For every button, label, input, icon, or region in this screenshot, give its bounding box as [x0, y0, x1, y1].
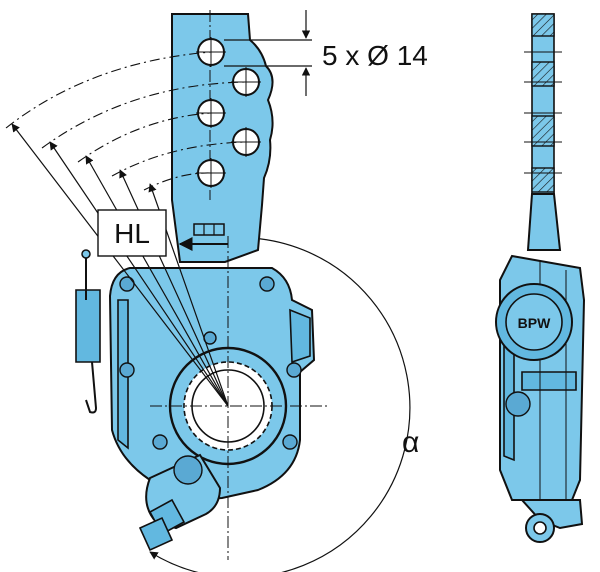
- front-view: HL 5 x Ø 14 α: [5, 10, 428, 572]
- side-arm: [531, 13, 555, 195]
- logo-text: BPW: [518, 315, 551, 331]
- bolt-icon: [152, 434, 168, 450]
- angle-label: α: [402, 426, 419, 459]
- arm-label-plate: [193, 223, 225, 236]
- holes-spec-label: 5 x Ø 14: [322, 40, 428, 71]
- bolt-icon: [119, 276, 135, 292]
- bolt-icon: [259, 276, 275, 292]
- clip-bracket: [75, 289, 101, 363]
- bolt-icon: [282, 434, 298, 450]
- alpha-arc: [149, 237, 411, 572]
- side-pin-icon: [505, 391, 531, 417]
- hl-label: HL: [114, 218, 150, 249]
- adjuster-shaft: [138, 516, 174, 552]
- bolt-icon: [119, 362, 135, 378]
- hl-label-box: [97, 209, 167, 257]
- hole-dimension: [224, 10, 312, 96]
- bolt-icon: [286, 362, 302, 378]
- adjuster-bolt-icon: [173, 455, 203, 485]
- side-view: BPW: [495, 13, 586, 543]
